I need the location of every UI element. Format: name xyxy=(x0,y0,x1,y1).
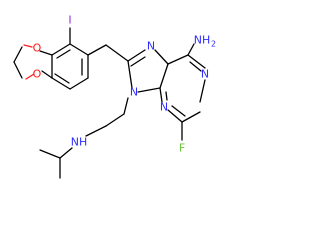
n3-label: N xyxy=(160,101,168,114)
amine-nh2-subscript: 2 xyxy=(211,40,216,49)
n9-label: N xyxy=(130,86,138,99)
iodine-label: I xyxy=(68,14,71,27)
molecule-structure: I O O N N N N NH 2 F xyxy=(13,14,216,179)
propyl-bond-2 xyxy=(105,113,125,127)
propyl-bond-3 xyxy=(85,125,107,137)
methylene-bond-2 xyxy=(105,44,129,62)
dioxole-ring xyxy=(13,44,53,80)
amine-bond xyxy=(187,43,195,56)
methylene-bond-1 xyxy=(87,44,107,56)
imidazole-ring xyxy=(127,49,169,93)
isopropyl-bond-2 xyxy=(39,149,61,159)
isopropyl-bond-1 xyxy=(59,147,73,159)
n7-label: N xyxy=(147,40,155,53)
amine-nh2-label: NH xyxy=(194,34,211,47)
structure-canvas: I O O N N N N NH 2 F xyxy=(13,14,216,179)
fluorine-label: F xyxy=(179,142,185,155)
propyl-bond-1 xyxy=(123,97,129,115)
oxygen-top-label: O xyxy=(33,42,42,55)
amine-nh-label: NH xyxy=(71,136,88,149)
benzene-ring xyxy=(51,43,89,90)
n1-label: N xyxy=(201,68,209,81)
pyrimidine-ring xyxy=(159,54,206,123)
oxygen-bottom-label: O xyxy=(33,68,42,81)
